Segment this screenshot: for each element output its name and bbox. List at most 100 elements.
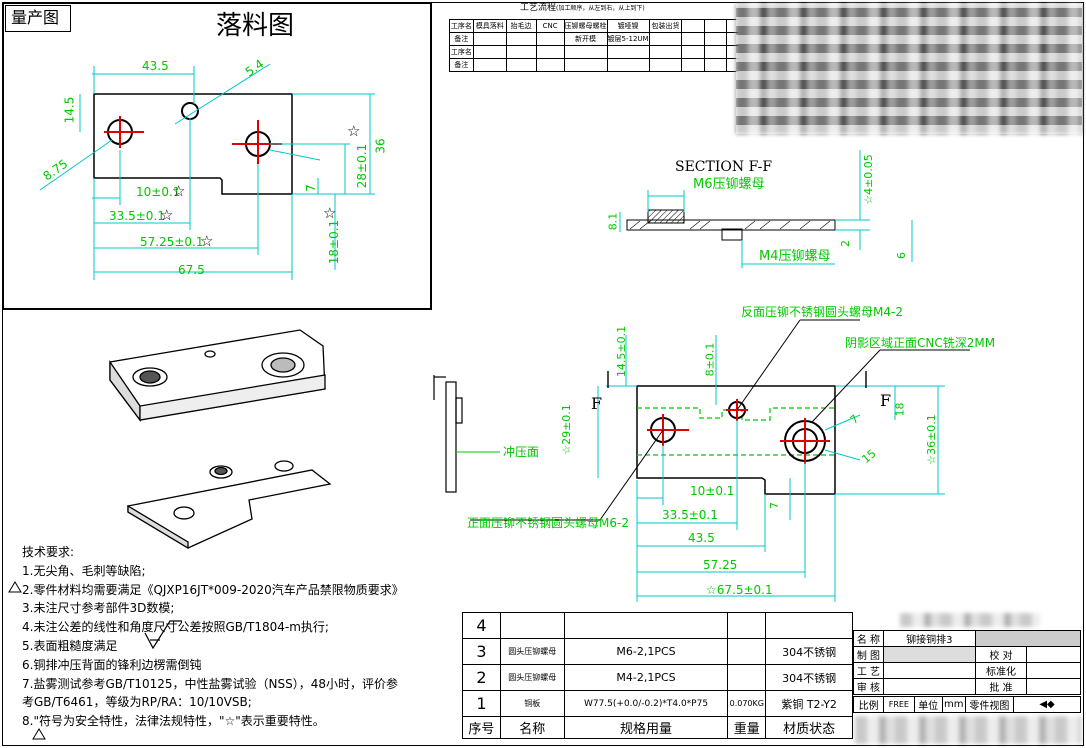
bom-spec: W77.5(+0.0/-0.2)*T4.0*P75 (563, 690, 729, 717)
bom-weight (727, 638, 767, 665)
blank-holes (107, 102, 271, 157)
dim-43-5: 43.5 (688, 531, 715, 545)
process-title: 工艺流程(加工顺序，从左到右，从上到下) (520, 4, 645, 13)
note-item: 3.未注尺寸参考部件3D数模; (22, 601, 175, 616)
section-ff-body (626, 209, 836, 241)
bom-spec: M4-2,1PCS (563, 664, 729, 691)
section-mark-right: F (880, 391, 892, 410)
bom-header-row: 序号名称规格用量重量材质状态 (462, 716, 853, 739)
redacted-cell (882, 646, 976, 663)
dim-29: ☆29±0.1 (559, 404, 573, 455)
section-cut-marks (607, 371, 867, 388)
shadow-note: 阴影区域正面CNC铣深2MM (845, 336, 996, 350)
dim-7: 7 (303, 184, 318, 192)
dim-28: 28±0.1 (355, 143, 370, 189)
dim-57-25: 57.25±0.1 (140, 235, 204, 249)
dim-33-5: 33.5±0.1 (109, 209, 165, 223)
notes-list: 1.无尖角、毛刺等缺陷;2.零件材料均需要满足《QJXP16JT*009-202… (22, 562, 404, 731)
main-leaders (470, 319, 970, 521)
view-label: 零件视图 (964, 696, 1015, 713)
process-cell: 工序名 (449, 45, 474, 59)
section-title: SECTION F-F (675, 159, 773, 175)
note-item: 2.零件材料均需要满足《QJXP16JT*009-2020汽车产品禁限物质要求》 (22, 582, 404, 597)
dim-36: ☆36±0.1 (924, 414, 938, 465)
bom-no: 2 (462, 664, 501, 691)
review-value (882, 678, 976, 695)
blank-center-marks (104, 116, 282, 164)
process-label: 工 艺 (853, 662, 884, 679)
bom-weight (727, 612, 767, 639)
star-mark: ☆ (160, 206, 174, 224)
dim-18: 18±0.1 (327, 219, 342, 265)
process-title-note: (加工顺序，从左到右，从上到下) (556, 5, 645, 12)
star-mark: ☆ (200, 232, 214, 250)
standard-value (1026, 662, 1081, 679)
dim-7: 7 (768, 502, 781, 509)
approve-label: 批 准 (974, 678, 1028, 695)
m6-label: M6压铆螺母 (693, 177, 765, 192)
note-item: 7.盐雾测试参考GB/T10125，中性盐雾试验（NSS），48小时，评价参 (22, 676, 399, 691)
dim-33-5: 33.5±0.1 (662, 508, 718, 522)
notes-heading: 技术要求: (22, 545, 75, 559)
star-mark: ☆ (323, 204, 337, 222)
note-item: 8."符号为安全特性，法律法规特性，"☆"表示重要特性。 (22, 714, 325, 729)
scale-row: 比例 FREE 单位 mm 零件视图 ◀◆ (852, 696, 1081, 713)
blank-outline (93, 93, 293, 195)
bom-no: 4 (462, 612, 501, 639)
bom-weight: 0.070KG (727, 690, 767, 717)
punch-face-label: 冲压面 (503, 445, 540, 459)
dim-43-5: 43.5 (142, 59, 169, 73)
approve-value (1026, 678, 1081, 695)
dim-6: 6 (895, 252, 908, 259)
bom-material: 304不锈钢 (765, 638, 853, 665)
main-outline (636, 385, 836, 495)
dim-8-1: 8.1 (606, 212, 620, 231)
dim-67-5: ☆67.5±0.1 (706, 583, 773, 597)
name-value: 铆接铜排3 (882, 630, 976, 647)
warning-triangle-icon (8, 581, 46, 740)
stage-label-box (5, 5, 71, 32)
note-item: 6.铜排冲压背面的锋利边楞需倒钝 (22, 657, 202, 672)
technical-notes: 技术要求: 1.无尖角、毛刺等缺陷;2.零件材料均需要满足《QJXP16JT*0… (22, 543, 404, 731)
process-cell (505, 58, 537, 72)
redacted-area (900, 613, 1040, 627)
bom-weight (727, 664, 767, 691)
bom-name: 圆头压铆螺母 (499, 638, 565, 665)
section-ff-hatch (629, 220, 831, 230)
section-mark-left: F (591, 394, 603, 413)
dim-14-5: 14.5 (62, 96, 77, 124)
bom-header-weight: 重量 (727, 716, 767, 739)
blank-view-frame (2, 2, 432, 310)
scale-value: FREE (883, 696, 915, 713)
title-block: 名 称 铆接铜排3 制 图 校 对 工 艺 标准化 审 核 批 准 (853, 630, 1082, 695)
bom-no: 1 (462, 690, 501, 717)
page-title: 落料图 (216, 11, 295, 41)
redacted-area (855, 716, 1081, 744)
iso-bottom-part (127, 460, 332, 550)
process-cell (606, 58, 650, 72)
bom-name: 铜板 (499, 690, 565, 717)
scale-label: 比例 (852, 696, 885, 713)
bom-material (765, 612, 853, 639)
bom-spec: M6-2,1PCS (563, 638, 729, 665)
bom-row: 4 (462, 612, 853, 639)
projection-icon: ◀◆ (1013, 696, 1081, 713)
dim-57-25: 57.25 (703, 558, 738, 572)
bom-header-spec: 规格用量 (563, 716, 729, 739)
dim-4: ☆4±0.05 (861, 154, 875, 205)
redacted-cell (974, 630, 1082, 647)
bom-header-name: 名称 (499, 716, 565, 739)
review-label: 审 核 (853, 678, 884, 695)
dim-14-5: 14.5±0.1 (615, 325, 629, 378)
dim-10: 10±0.1 (136, 185, 181, 199)
process-cell: 备注 (449, 32, 474, 46)
dim-2: 2 (839, 240, 852, 247)
unit-value: mm (941, 696, 966, 713)
bom-name (499, 612, 565, 639)
